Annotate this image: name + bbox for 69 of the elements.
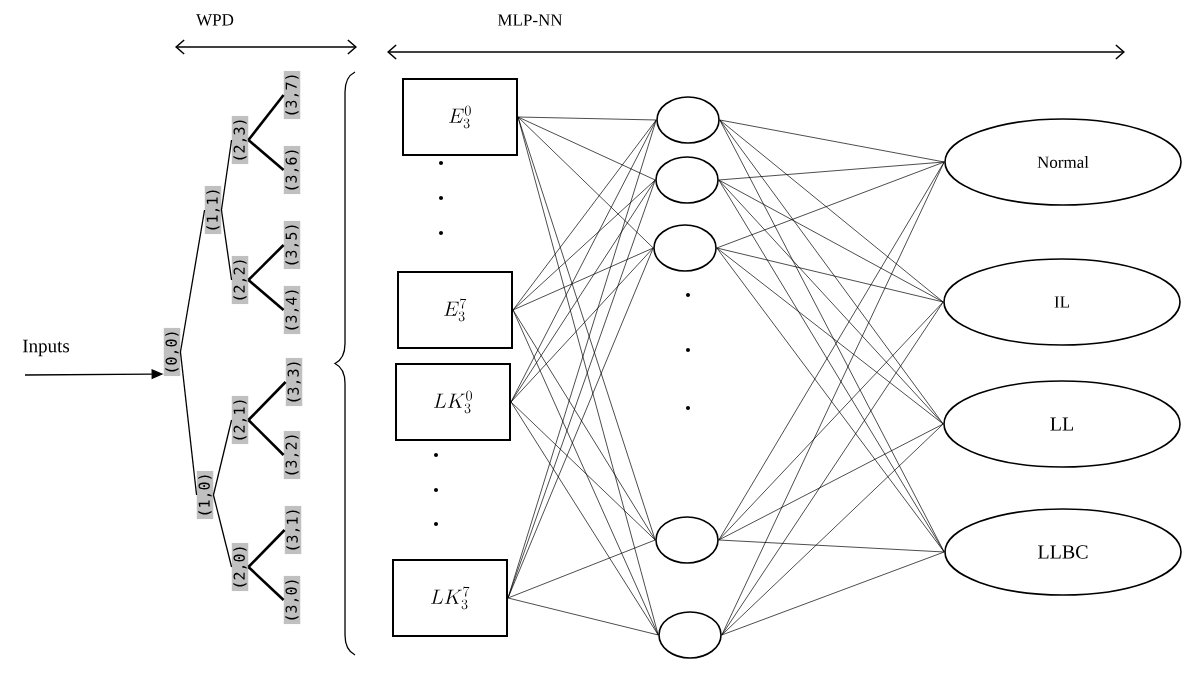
connection-line: [510, 401, 656, 541]
tree-branch: [247, 566, 285, 601]
tree-node-label: (3,6): [283, 145, 301, 195]
tree-branch: [212, 494, 233, 568]
tree-node-label: (1,0): [196, 470, 214, 520]
tree-node-label: (2,2): [231, 255, 249, 305]
connection-line: [716, 161, 945, 249]
feature-box: $LK_3^0$: [395, 363, 511, 441]
connection-line: [517, 116, 657, 121]
connection-line: [507, 597, 659, 636]
connection-line: [512, 247, 654, 311]
connection-line: [507, 539, 656, 599]
connection-line: [716, 247, 944, 303]
tree-node-label: (2,3): [231, 115, 249, 165]
tree-node-label: (2,1): [231, 395, 249, 445]
connection-line: [718, 161, 945, 181]
tree-branch: [212, 419, 233, 496]
tree-node-label: (3,1): [284, 505, 302, 555]
connection-line: [512, 119, 657, 311]
connection-line: [718, 539, 945, 553]
tree-node-label: (3,5): [283, 220, 301, 270]
neuron-circle: [655, 516, 719, 564]
connection-line: [718, 179, 944, 425]
tree-branch: [247, 419, 285, 456]
tree-node-label: (3,3): [285, 357, 303, 407]
connection-line: [517, 116, 656, 181]
neuron-circle: [653, 224, 717, 272]
connection-line: [719, 119, 944, 303]
tree-branch: [220, 139, 233, 211]
connection-line: [721, 423, 944, 636]
connection-line: [718, 301, 944, 541]
tree-branch: [247, 279, 285, 311]
span-label: MLP-NN: [497, 14, 563, 26]
tree-branch: [220, 209, 233, 281]
tree-branch: [247, 139, 285, 171]
neuron-circle: [658, 611, 722, 659]
tree-node-label: (0,0): [163, 327, 181, 377]
tree-node-label: (3,0): [283, 575, 301, 625]
connection-line: [512, 179, 656, 311]
tree-branch: [179, 351, 198, 496]
connection-line: [718, 423, 944, 541]
connection-line: [716, 247, 945, 553]
input-label: Inputs: [22, 339, 70, 357]
neuron-circle: [655, 156, 719, 204]
connection-line: [721, 161, 945, 636]
span-label: WPD: [196, 14, 234, 26]
tree-branch: [179, 209, 206, 353]
feature-box: $E_3^0$: [402, 78, 518, 156]
feature-box: $E_3^7$: [397, 271, 513, 349]
tree-node-label: (3,2): [283, 430, 301, 480]
tree-node-label: (3,7): [283, 70, 301, 120]
connection-line: [716, 247, 944, 425]
connection-line: [512, 309, 659, 636]
connection-line: [510, 401, 659, 636]
connection-line: [507, 247, 654, 599]
connection-line: [721, 551, 945, 636]
tree-node-label: (2,0): [231, 542, 249, 592]
tree-node-label: (1,1): [204, 185, 222, 235]
feature-box: $LK_3^7$: [392, 559, 508, 637]
tree-branch: [247, 529, 286, 568]
connection-line: [718, 179, 944, 303]
tree-node-label: (3,4): [283, 285, 301, 335]
tree-branch: [247, 381, 287, 421]
connection-line: [719, 119, 945, 163]
connection-line: [517, 116, 654, 249]
tree-branch: [247, 94, 285, 141]
neuron-circle: [656, 96, 720, 144]
connection-line: [510, 247, 654, 403]
tree-branch: [247, 244, 285, 281]
